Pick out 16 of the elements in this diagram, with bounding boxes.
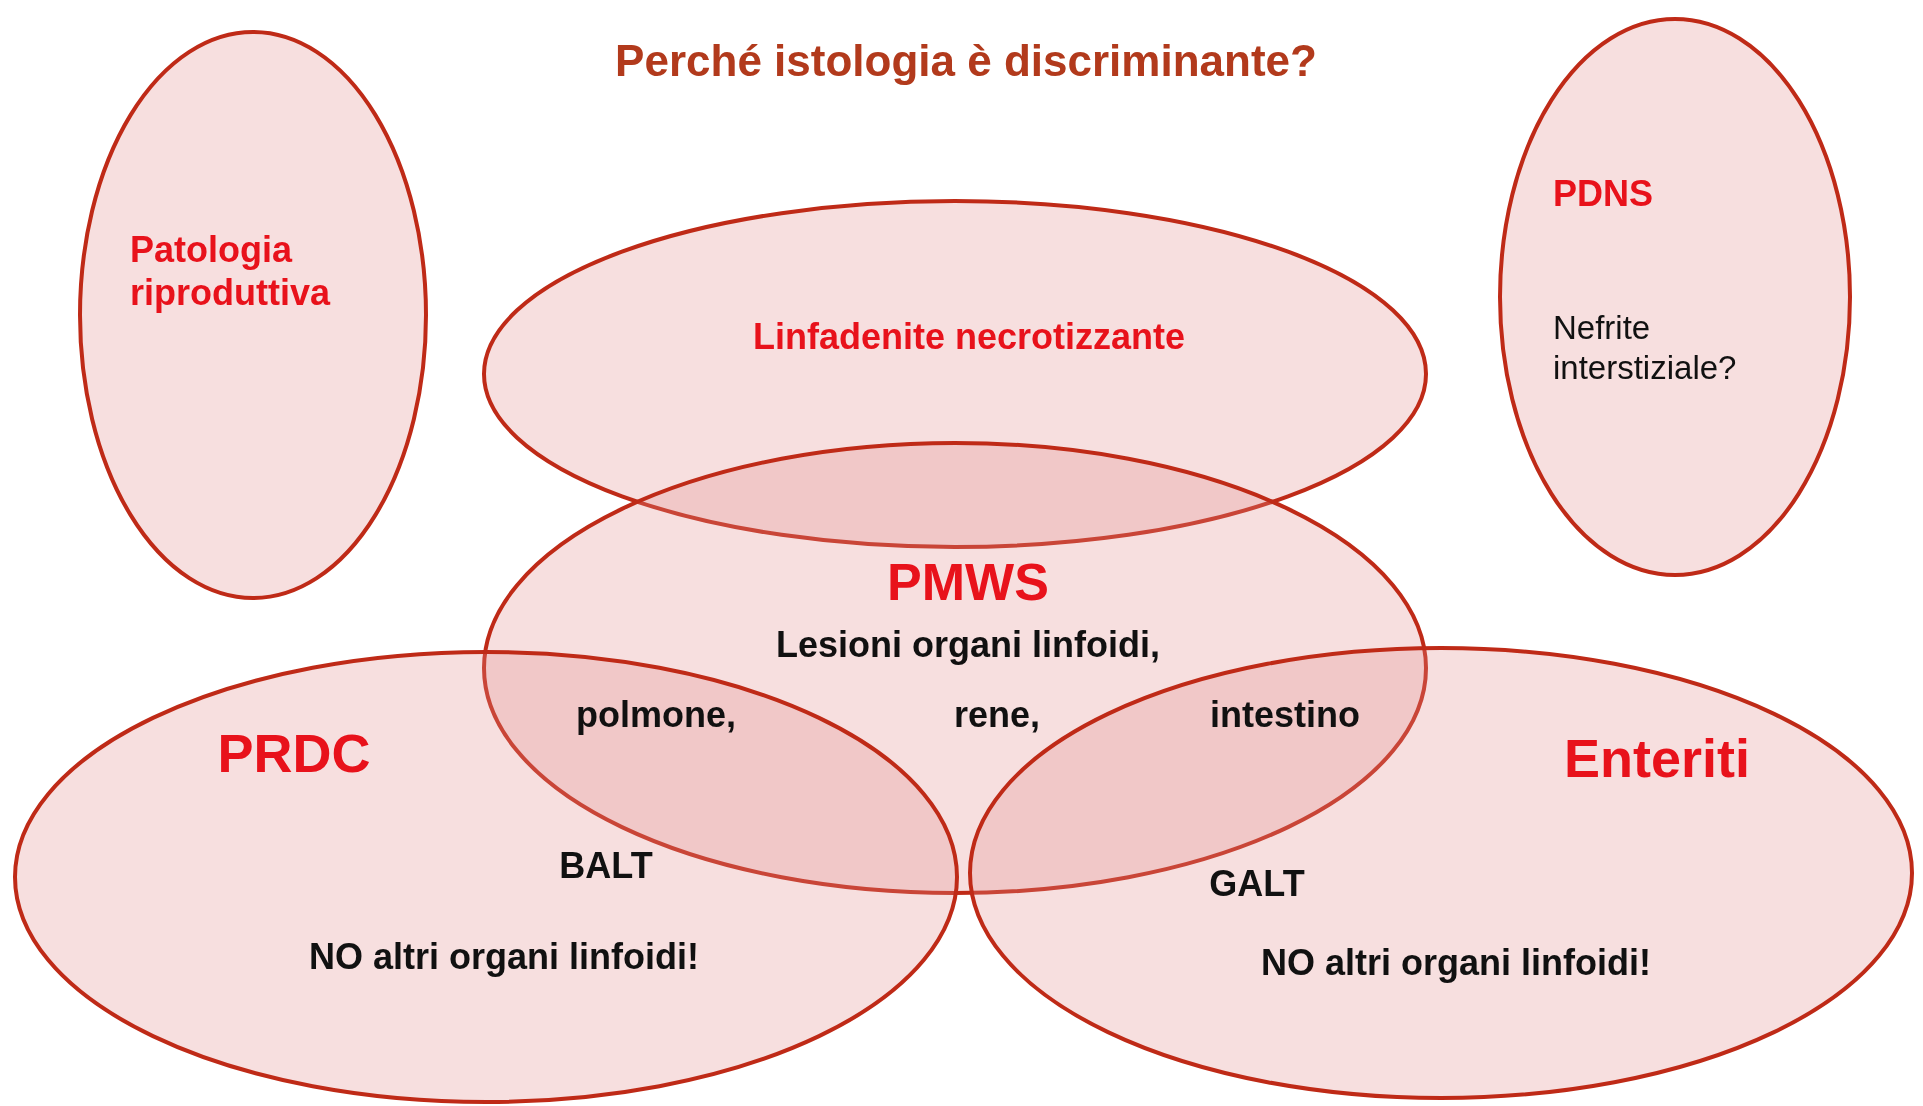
heading: PMWS	[887, 551, 1049, 613]
text: Lesioni organi linfoidi,	[776, 623, 1160, 667]
title: Perché istologia è discriminante?	[615, 36, 1317, 86]
text: polmone,	[576, 693, 736, 737]
heading: Enteriti	[1564, 726, 1750, 790]
heading: PRDC	[217, 721, 371, 785]
text: NO altri organi linfoidi!	[309, 935, 699, 979]
heading: Linfadenite necrotizzante	[752, 315, 1186, 359]
text: intestino	[1210, 693, 1360, 737]
text: BALT	[559, 844, 653, 888]
text: rene,	[953, 693, 1040, 737]
text: Nefrite interstiziale?	[1553, 308, 1738, 388]
text: GALT	[1209, 862, 1305, 906]
heading: Patologia riproduttiva	[130, 228, 332, 315]
heading: PDNS	[1553, 172, 1654, 216]
text: NO altri organi linfoidi!	[1261, 941, 1651, 985]
